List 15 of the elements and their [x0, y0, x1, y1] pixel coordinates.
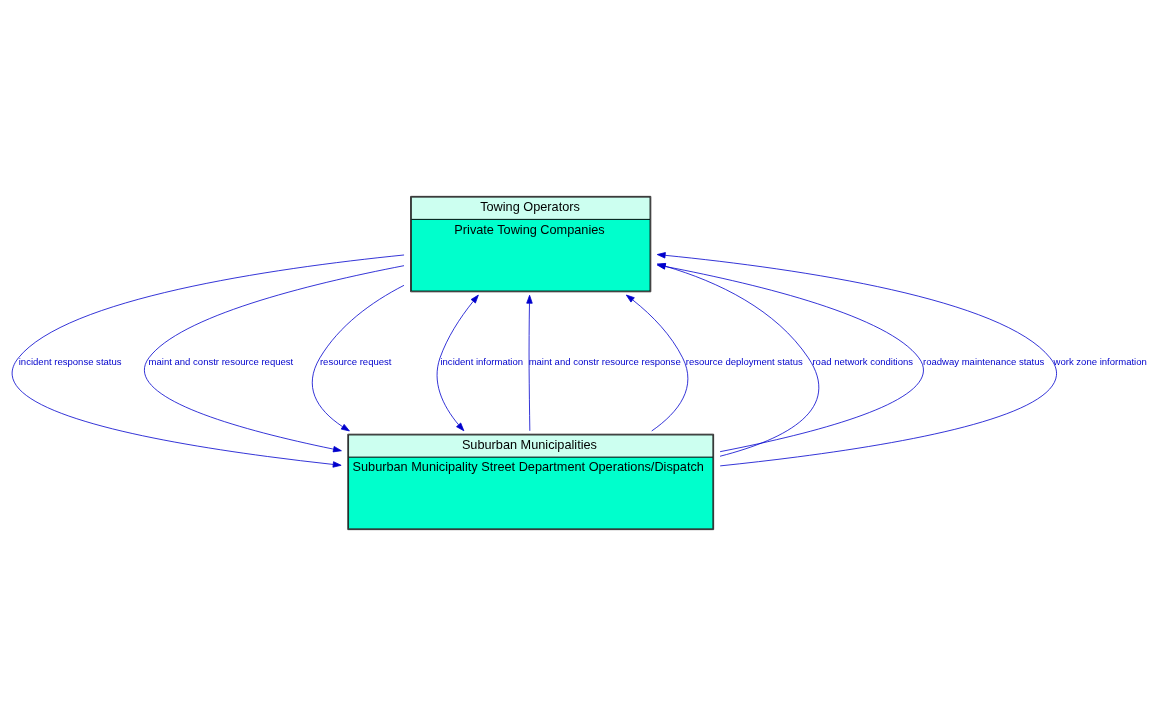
edge-label: roadway maintenance status — [923, 355, 1045, 367]
edge-label: resource deployment status — [685, 355, 803, 367]
edge-label: resource request — [319, 355, 392, 367]
arrow — [436, 294, 479, 431]
edge-label: incident information — [440, 355, 524, 367]
arrow — [311, 284, 405, 431]
arrow — [144, 264, 405, 452]
arrow — [526, 294, 533, 431]
edge-label: maint and constr resource response — [528, 355, 681, 367]
edge-label: incident response status — [18, 355, 122, 367]
arrow — [625, 294, 689, 431]
edge-label: work zone information — [1053, 355, 1147, 367]
arrow — [11, 254, 405, 468]
edge-label: maint and constr resource request — [148, 355, 294, 367]
edge-label: road network conditions — [812, 355, 914, 367]
